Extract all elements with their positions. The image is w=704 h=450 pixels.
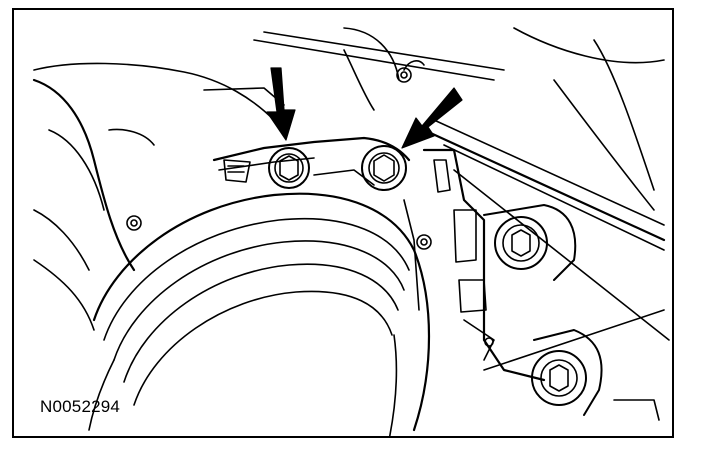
diagonal-arrow-icon: [401, 87, 463, 149]
bolt-head-icon: [531, 329, 660, 421]
illustration-frame: N0052294: [12, 8, 674, 438]
bolt-head-icon: [483, 204, 577, 281]
tensioner-bracket: [422, 148, 546, 382]
hose-bracket: [32, 78, 155, 331]
upper-housing: [212, 60, 432, 311]
bolt-head-icon: [361, 145, 407, 191]
down-arrow-icon: [266, 67, 296, 141]
background-contours: [33, 27, 670, 371]
large-pulley: [88, 192, 431, 436]
bolt-head-icon: [268, 147, 310, 189]
engine-component-illustration: [32, 27, 670, 436]
figure-label: N0052294: [40, 397, 121, 416]
